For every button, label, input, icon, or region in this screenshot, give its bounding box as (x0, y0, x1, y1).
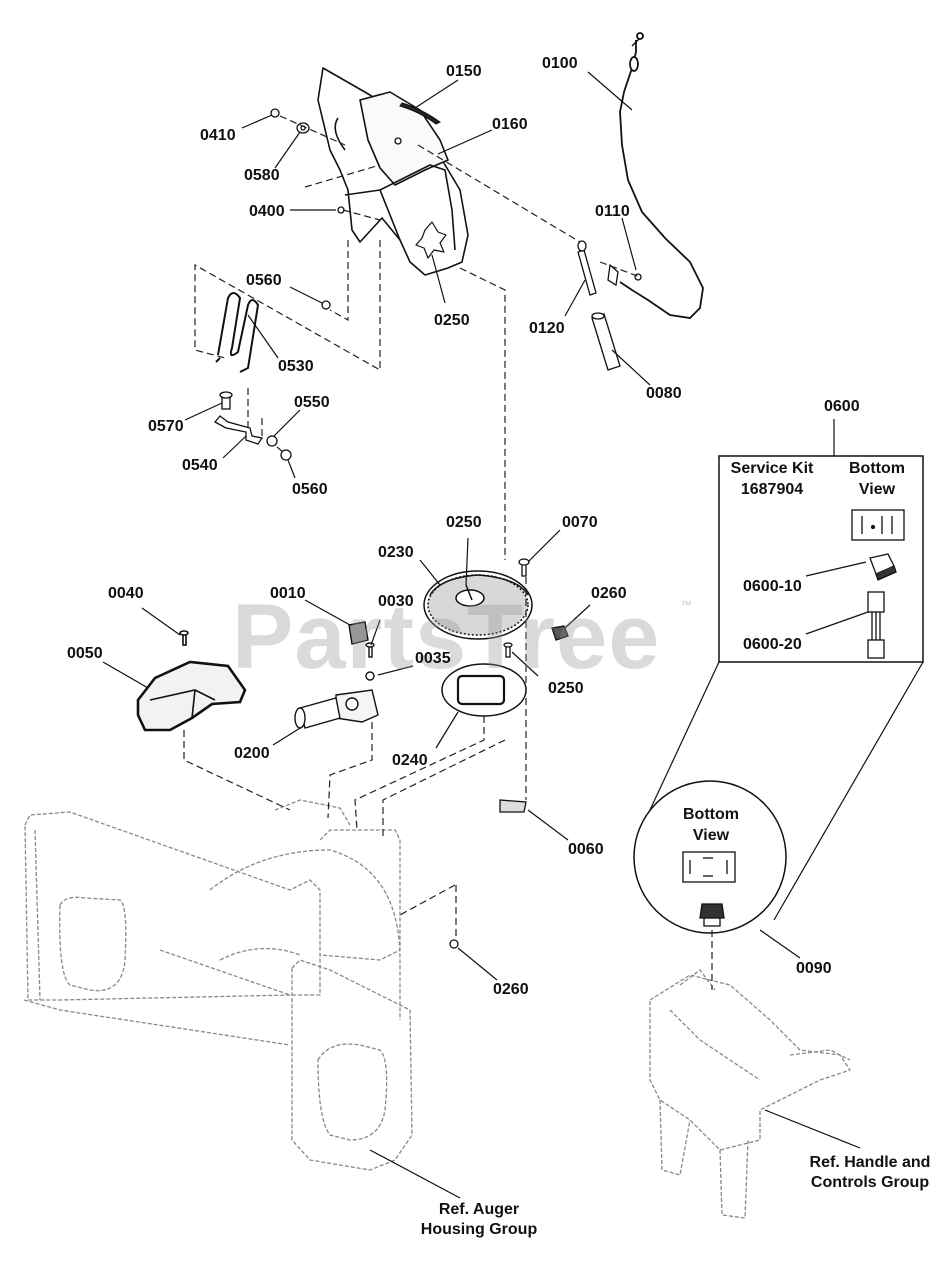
label-0560-top: 0560 (246, 272, 282, 289)
label-0600-20: 0600-20 (743, 636, 802, 653)
label-0580: 0580 (244, 167, 280, 184)
label-0160: 0160 (492, 116, 528, 133)
label-0600-10: 0600-10 (743, 578, 802, 595)
switch-0090 (699, 903, 725, 927)
label-0200: 0200 (234, 745, 270, 762)
service-kit-bottom-view: Bottom View (849, 460, 905, 498)
chute-0160 (317, 67, 469, 276)
label-0410: 0410 (200, 127, 236, 144)
small-hardware (449, 558, 569, 949)
label-0560-bottom: 0560 (292, 481, 328, 498)
motor-0200 (294, 621, 379, 729)
label-0060: 0060 (568, 841, 604, 858)
service-kit-title-text: Service Kit (730, 460, 814, 477)
harness-0600-20 (867, 591, 885, 659)
label-0540: 0540 (182, 457, 218, 474)
watermark-trademark: ™ (680, 598, 692, 612)
detail-bottom-view: Bottom View (683, 806, 739, 844)
linkage-parts (577, 240, 642, 371)
deflector-0150 (399, 102, 441, 125)
leader-lines (102, 71, 861, 1199)
auger-housing (23, 799, 413, 1171)
label-0070: 0070 (562, 514, 598, 531)
watermark: PartsTree (232, 586, 661, 688)
label-0050: 0050 (67, 645, 103, 662)
label-0100: 0100 (542, 55, 578, 72)
label-0030: 0030 (378, 593, 414, 610)
kit-bottom-view-icon (851, 509, 905, 541)
handle-controls (649, 969, 852, 1219)
spring-0530 (215, 292, 260, 373)
label-0120: 0120 (529, 320, 565, 337)
label-0230: 0230 (378, 544, 414, 561)
bracket-0540 (213, 391, 292, 461)
hardware-top (270, 108, 402, 310)
service-kit-title: Service Kit 1687904 (722, 458, 822, 500)
label-0250-plate: 0250 (548, 680, 584, 697)
label-0250-chute: 0250 (434, 312, 470, 329)
label-0035: 0035 (415, 650, 451, 667)
label-0530: 0530 (278, 358, 314, 375)
label-0110: 0110 (595, 203, 630, 220)
switch-0600-10 (869, 553, 897, 581)
label-0260-bottom: 0260 (493, 981, 529, 998)
assembly-lines (183, 115, 713, 990)
label-0250-gear: 0250 (446, 514, 482, 531)
label-0240: 0240 (392, 752, 428, 769)
label-0080: 0080 (646, 385, 682, 402)
label-0090: 0090 (796, 960, 832, 977)
gear-0230 (423, 570, 533, 640)
cable-0100 (619, 32, 704, 319)
ref-handle-controls: Ref. Handle and Controls Group (809, 1154, 931, 1191)
cover-0050 (136, 630, 247, 732)
detail-circle (633, 780, 787, 934)
label-0550: 0550 (294, 394, 330, 411)
label-0150: 0150 (446, 63, 482, 80)
detail-bottom-view-icon (682, 851, 736, 883)
label-0570: 0570 (148, 418, 184, 435)
service-kit-number: 1687904 (740, 481, 804, 498)
label-0400: 0400 (249, 203, 285, 220)
label-0600: 0600 (824, 398, 860, 415)
label-0010: 0010 (270, 585, 306, 602)
ref-auger-housing: Ref. Auger Housing Group (420, 1201, 538, 1238)
label-0040: 0040 (108, 585, 144, 602)
label-0260-top: 0260 (591, 585, 627, 602)
service-kit-box (718, 455, 924, 663)
